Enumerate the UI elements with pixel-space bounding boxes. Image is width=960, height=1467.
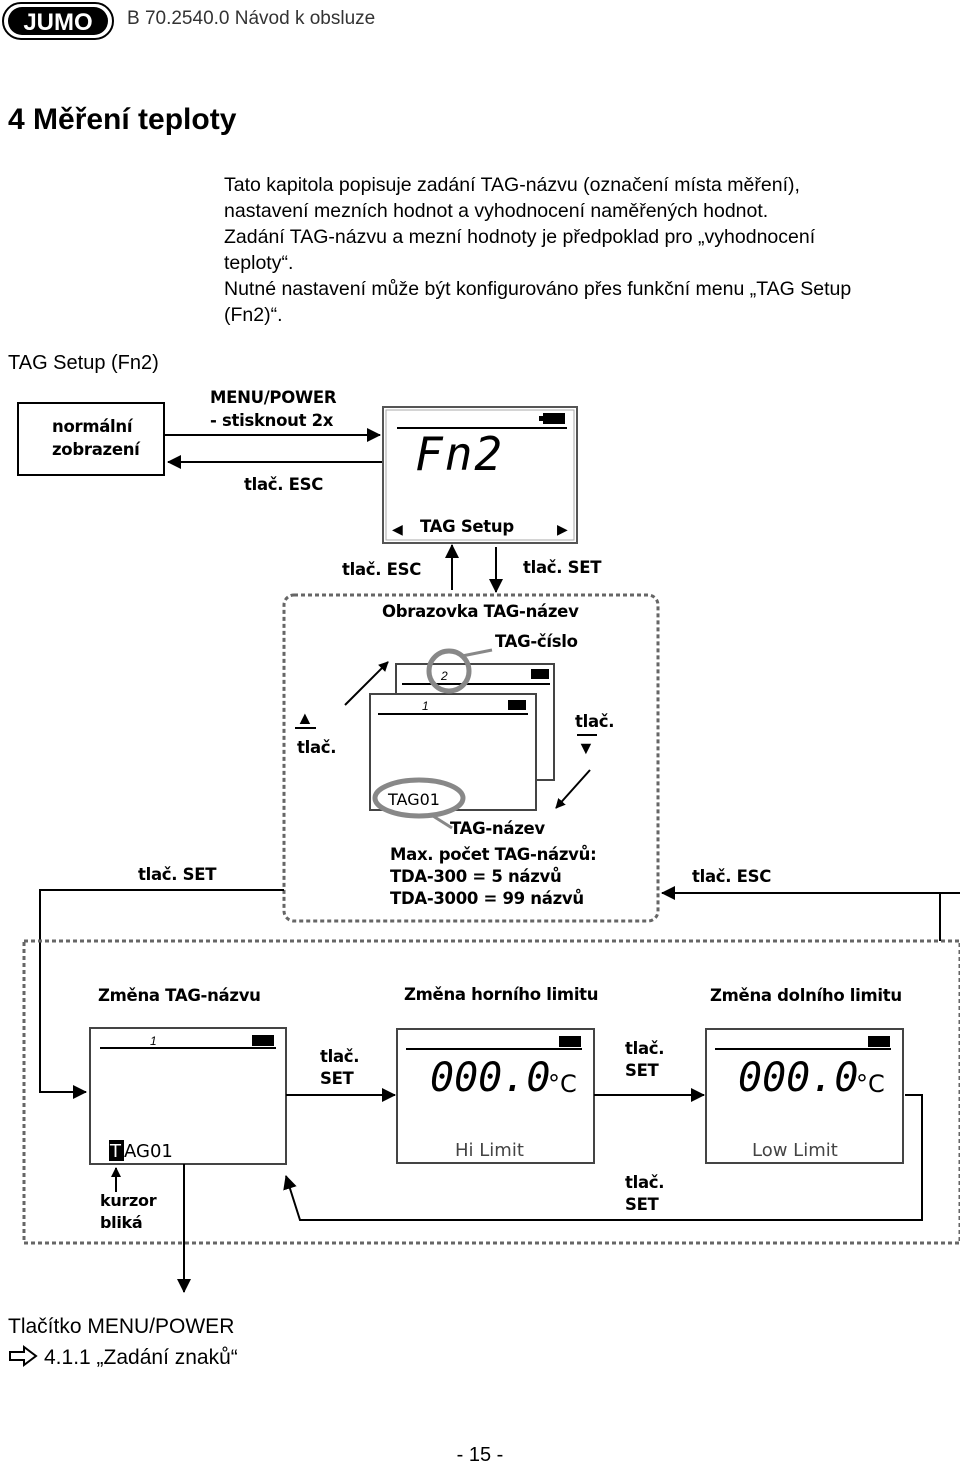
low-limit-value: 000.0 <box>738 1055 858 1101</box>
tag-name-region <box>282 593 660 923</box>
section-title: 4 Měření teploty <box>8 103 237 136</box>
tag-setup-label: TAG Setup <box>420 517 514 536</box>
edit-tag-screen: 1 T AG01 <box>89 1027 287 1165</box>
set-key-label: tlač. <box>320 1047 359 1066</box>
esc-key-label: tlač. ESC <box>342 560 421 579</box>
max-count-title: Max. počet TAG-názvů: <box>390 845 596 864</box>
change-hi-limit-title: Změna horního limitu <box>404 985 598 1004</box>
up-triangle-icon: ▲ <box>296 708 314 728</box>
low-limit-unit: °C <box>856 1070 885 1098</box>
right-arrow-icon: ▶ <box>557 521 568 537</box>
button-reference: Tlačítko MENU/POWER <box>8 1315 235 1338</box>
intro-line: nastavení mezních hodnot a vyhodnocení n… <box>224 200 769 222</box>
normal-display-label: zobrazení <box>52 440 141 459</box>
tag-name-label: TAG-název <box>450 819 545 838</box>
highlight-circle <box>426 648 472 694</box>
low-limit-label: Low Limit <box>752 1140 838 1161</box>
edit-tag-digit: 1 <box>150 1034 157 1048</box>
set-key-label: SET <box>320 1069 355 1088</box>
hi-limit-screen: 000.0 °C Hi Limit <box>396 1028 595 1164</box>
set-key-label: SET <box>625 1061 660 1080</box>
max-count-line: TDA-3000 = 99 názvů <box>390 889 584 908</box>
menu-power-label: MENU/POWER <box>210 388 337 407</box>
document-title: B 70.2540.0 Návod k obsluze <box>127 8 376 29</box>
arrow-diag-up <box>344 661 389 706</box>
intro-line: Zadání TAG-názvu a mezní hodnoty je před… <box>224 226 816 248</box>
tag-setup-diagram: normální zobrazení MENU/POWER - stisknou… <box>17 388 960 1293</box>
arrow-diag-down <box>555 769 591 809</box>
set-key-label: tlač. <box>625 1039 664 1058</box>
tag-name-screen-title: Obrazovka TAG-název <box>382 602 579 621</box>
intro-line: (Fn2)“. <box>224 304 283 326</box>
cursor-char: T <box>109 1141 122 1162</box>
normal-display-label: normální <box>52 417 134 436</box>
cross-reference[interactable]: 4.1.1 „Zadání znaků“ <box>8 1345 238 1370</box>
intro-line: Nutné nastavení může být konfigurováno p… <box>224 278 852 300</box>
battery-icon <box>559 1036 581 1047</box>
battery-icon <box>531 669 549 679</box>
change-low-limit-title: Změna dolního limitu <box>710 986 902 1005</box>
logo-text: JUMO <box>23 9 92 36</box>
highlight-ellipse <box>372 777 466 819</box>
hi-limit-label: Hi Limit <box>455 1140 524 1161</box>
cursor-label: bliká <box>100 1213 142 1232</box>
jumo-logo: JUMO <box>2 2 114 40</box>
set-key-label: tlač. SET <box>138 865 217 884</box>
tag-number-digit: 2 <box>440 669 448 683</box>
battery-icon <box>543 413 565 424</box>
fn2-screen: Fn2 ◀ TAG Setup ▶ <box>382 406 578 544</box>
battery-icon <box>508 700 526 710</box>
tag-example: TAG01 <box>387 790 440 809</box>
down-triangle-icon: ▼ <box>577 738 595 758</box>
edit-tag-text: AG01 <box>124 1141 173 1162</box>
esc-key-label: tlač. ESC <box>692 867 771 886</box>
change-tag-name-title: Změna TAG-názvu <box>98 986 261 1005</box>
set-key-label: tlač. <box>625 1173 664 1192</box>
tag-number-label: TAG-číslo <box>495 632 578 651</box>
arrow-set-left <box>39 889 284 1099</box>
up-key-label: tlač. <box>297 738 336 757</box>
arrow-return <box>283 1094 923 1221</box>
battery-icon <box>868 1036 890 1047</box>
set-key-label: SET <box>625 1195 660 1214</box>
left-arrow-icon: ◀ <box>392 521 403 537</box>
page-number: - 15 - <box>456 1444 504 1466</box>
tag-number-digit: 1 <box>422 699 429 713</box>
edit-region <box>22 939 960 1245</box>
menu-power-label: - stisknout 2x <box>210 411 334 430</box>
esc-key-label: tlač. ESC <box>244 475 323 494</box>
battery-icon <box>252 1035 274 1046</box>
hollow-right-arrow-icon <box>9 1345 38 1367</box>
intro-line: teploty“. <box>224 252 294 274</box>
cursor-block <box>109 1140 124 1161</box>
max-count-line: TDA-300 = 5 názvů <box>390 867 561 886</box>
intro-text: Tato kapitola popisuje zadání TAG-názvu … <box>224 172 954 328</box>
hi-limit-value: 000.0 <box>430 1055 550 1101</box>
side-heading: TAG Setup (Fn2) <box>8 352 159 374</box>
fn2-display: Fn2 <box>415 427 504 481</box>
normal-display-box <box>17 402 165 476</box>
intro-line: Tato kapitola popisuje zadání TAG-názvu … <box>224 174 800 196</box>
down-key-label: tlač. <box>575 712 614 731</box>
hi-limit-unit: °C <box>548 1070 577 1098</box>
cross-reference-link[interactable]: 4.1.1 „Zadání znaků“ <box>44 1346 238 1369</box>
cursor-label: kurzor <box>100 1191 157 1210</box>
set-key-label: tlač. SET <box>523 558 602 577</box>
low-limit-screen: 000.0 °C Low Limit <box>705 1028 904 1164</box>
